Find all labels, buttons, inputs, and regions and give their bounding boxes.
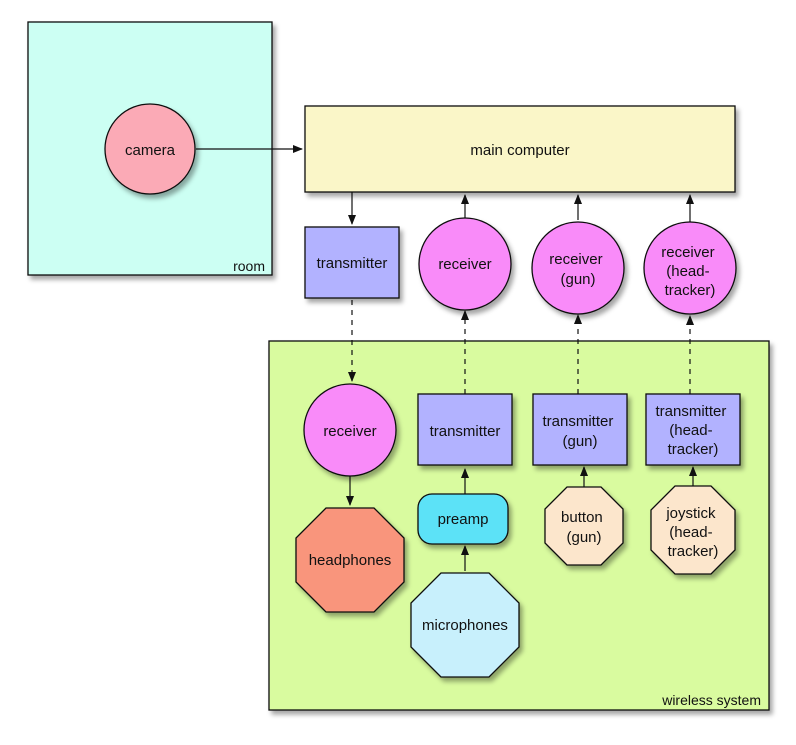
transmitter-shape xyxy=(304,226,400,299)
transmitter-gun-label: transmitter (gun) xyxy=(542,413,617,450)
node-preamp: preamp xyxy=(417,493,509,545)
receiver-wireless-label: receiver xyxy=(323,423,376,440)
node-receiver-gun: receiver (gun) xyxy=(531,221,625,315)
node-receiver-headtracker: receiver (head- tracker) xyxy=(643,221,737,315)
node-transmitter-headtracker: transmitter (head- tracker) xyxy=(645,393,741,466)
transmitter-wireless-label: transmitter xyxy=(430,423,501,440)
camera-shape xyxy=(104,103,196,195)
node-microphones: microphones xyxy=(410,572,520,678)
headphones-label: headphones xyxy=(309,552,392,569)
receiver-gun-label: receiver (gun) xyxy=(549,251,607,288)
headphones-shape xyxy=(295,507,405,613)
preamp-shape xyxy=(417,493,509,545)
node-headphones: headphones xyxy=(295,507,405,613)
node-transmitter-wireless: transmitter xyxy=(417,393,513,466)
transmitter-label: transmitter xyxy=(317,255,388,272)
transmitter-headtracker-shape xyxy=(645,393,741,466)
node-main-computer: main computer xyxy=(304,105,736,193)
node-button-gun: button (gun) xyxy=(544,486,624,566)
node-transmitter-gun: transmitter (gun) xyxy=(532,393,628,466)
receiver-wireless-shape xyxy=(303,383,397,477)
main-computer-label: main computer xyxy=(470,142,569,159)
preamp-label: preamp xyxy=(438,511,489,528)
microphones-shape xyxy=(410,572,520,678)
receiver-shape xyxy=(418,217,512,311)
main-computer-shape xyxy=(304,105,736,193)
receiver-gun-shape xyxy=(531,221,625,315)
node-receiver-wireless: receiver xyxy=(303,383,397,477)
transmitter-wireless-shape xyxy=(417,393,513,466)
node-receiver: receiver xyxy=(418,217,512,311)
receiver-headtracker-label: receiver (head- tracker) xyxy=(661,244,719,299)
wireless-system-label: wireless system xyxy=(661,692,761,708)
microphones-label: microphones xyxy=(422,617,508,634)
button-gun-label: button (gun) xyxy=(561,509,607,546)
receiver-label: receiver xyxy=(438,256,491,273)
room-label: room xyxy=(233,258,265,274)
connectors xyxy=(196,145,697,571)
node-transmitter: transmitter xyxy=(304,226,400,299)
button-gun-shape xyxy=(544,486,624,566)
receiver-headtracker-shape xyxy=(643,221,737,315)
node-joystick: joystick (head- tracker) xyxy=(650,485,736,575)
transmitter-headtracker-label: transmitter (head- tracker) xyxy=(655,403,730,458)
transmitter-gun-shape xyxy=(532,393,628,466)
joystick-shape xyxy=(650,485,736,575)
node-camera: camera xyxy=(104,103,196,195)
joystick-label: joystick (head- tracker) xyxy=(665,505,719,560)
camera-label: camera xyxy=(125,142,176,159)
